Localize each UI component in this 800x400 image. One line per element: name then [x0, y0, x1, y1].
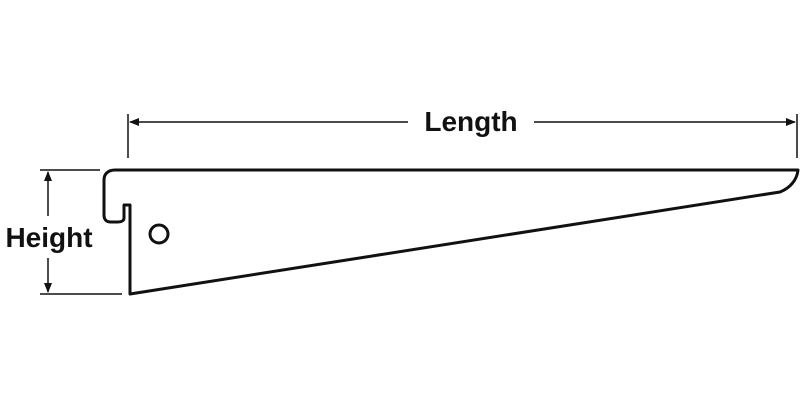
- shelf-bracket-outline: [102, 168, 800, 296]
- length-label: Length: [424, 106, 517, 137]
- height-label: Height: [5, 222, 92, 253]
- mounting-hole: [148, 223, 170, 245]
